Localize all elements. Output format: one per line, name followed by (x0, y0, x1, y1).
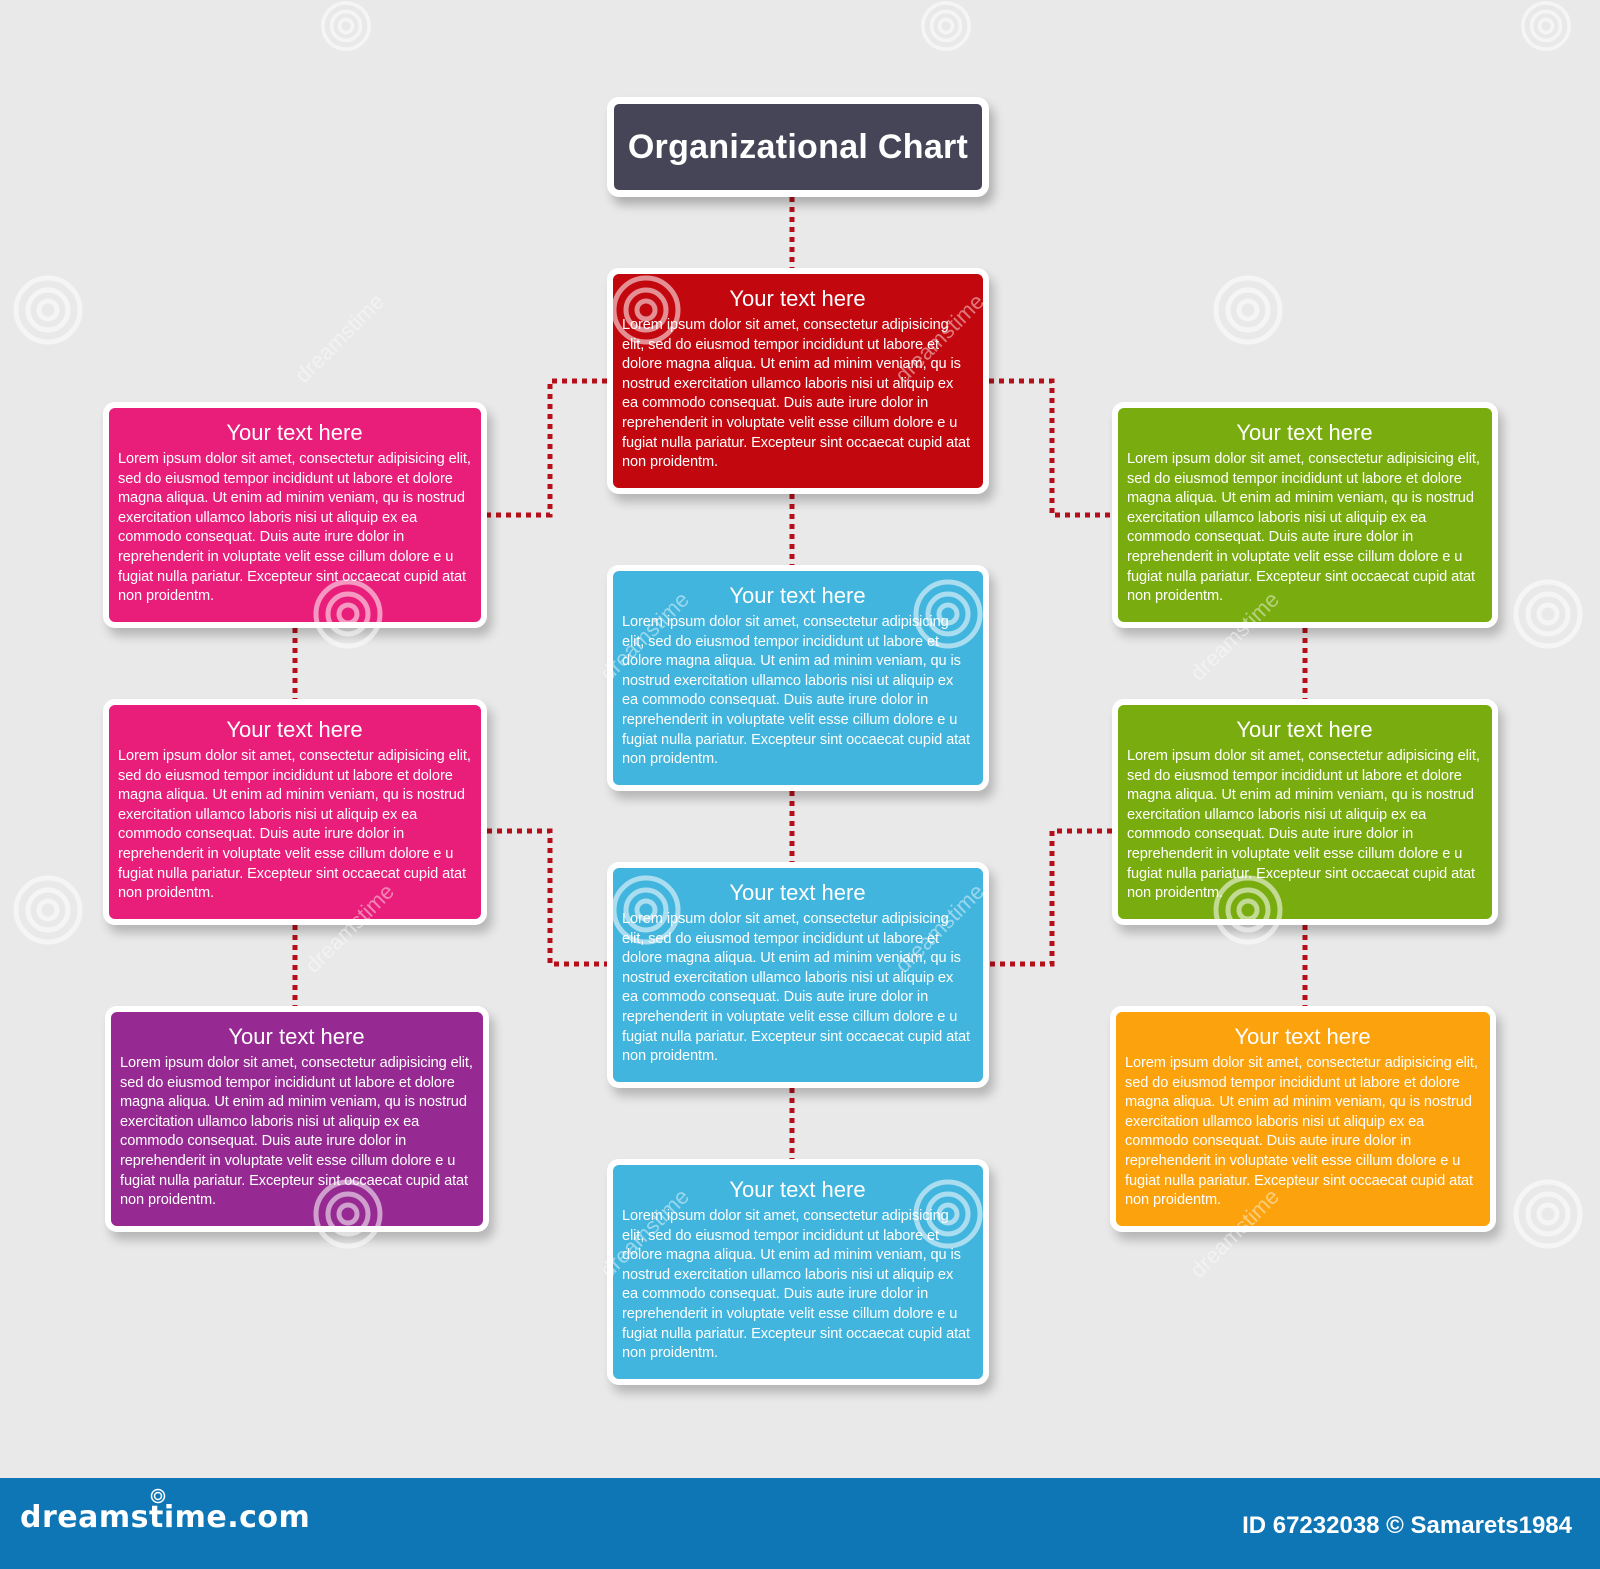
footer-credit: ID 67232038 © Samarets1984 (1242, 1512, 1572, 1539)
node-text: Lorem ipsum dolor sit amet, consectetur … (622, 317, 971, 471)
watermark-spiral-icon (913, 1179, 983, 1249)
watermark-spiral-icon (13, 875, 83, 945)
node-title: Your text here (226, 717, 363, 742)
footer-bar: dreamstime.com ID 67232038 © Samarets198… (0, 1478, 1600, 1569)
logo-spiral-icon (150, 1488, 166, 1504)
watermark-spiral-icon (321, 1, 371, 51)
node-text: Lorem ipsum dolor sit amet, consectetur … (622, 1208, 971, 1362)
watermark-spiral-icon (913, 579, 983, 649)
node-text: Lorem ipsum dolor sit amet, consectetur … (118, 451, 471, 605)
node-text: Lorem ipsum dolor sit amet, consectetur … (1127, 451, 1480, 605)
node-center-1: Your text here Lorem ipsum dolor sit ame… (607, 565, 989, 791)
watermark-spiral-icon (13, 275, 83, 345)
node-center-3: Your text here Lorem ipsum dolor sit ame… (607, 1159, 989, 1385)
node-left-2: Your text here Lorem ipsum dolor sit ame… (103, 699, 487, 925)
watermark-spiral-icon (1213, 275, 1283, 345)
watermark-spiral-icon (611, 275, 681, 345)
node-title: Your text here (1236, 420, 1373, 445)
watermark-spiral-icon (313, 579, 383, 649)
connector-left-2-center-2 (487, 828, 607, 967)
node-text: Lorem ipsum dolor sit amet, consectetur … (622, 614, 971, 768)
node-title: Your text here (729, 1177, 866, 1202)
footer-logo[interactable]: dreamstime.com (20, 1500, 311, 1535)
org-chart-diagram: Organizational Chart Your text here Lore… (13, 1, 1583, 1385)
node-top: Your text here Lorem ipsum dolor sit ame… (607, 268, 989, 494)
node-title: Your text here (729, 583, 866, 608)
node-text: Lorem ipsum dolor sit amet, consectetur … (118, 748, 471, 902)
connector-right-2-center-2 (989, 828, 1112, 967)
watermark-spiral-icon (1521, 1, 1571, 51)
connector-layer (292, 197, 1308, 1159)
node-text: Lorem ipsum dolor sit amet, consectetur … (622, 911, 971, 1065)
node-center-2: Your text here Lorem ipsum dolor sit ame… (607, 862, 989, 1088)
node-text: Lorem ipsum dolor sit amet, consectetur … (1125, 1055, 1478, 1209)
watermark-spiral-icon (1213, 875, 1283, 945)
node-right-2: Your text here Lorem ipsum dolor sit ame… (1112, 699, 1498, 925)
node-left-3: Your text here Lorem ipsum dolor sit ame… (105, 1006, 489, 1232)
connector-top-left-1 (487, 378, 607, 518)
chart-title: Organizational Chart (627, 127, 969, 166)
node-left-1: Your text here Lorem ipsum dolor sit ame… (103, 402, 487, 628)
node-title: Your text here (226, 420, 363, 445)
node-right-1: Your text here Lorem ipsum dolor sit ame… (1112, 402, 1498, 628)
node-title: Your text here (1236, 717, 1373, 742)
node-title: Your text here (228, 1024, 365, 1049)
chart-title-box: Organizational Chart (607, 97, 989, 197)
watermark-spiral-icon (611, 875, 681, 945)
watermark-spiral-icon (921, 1, 971, 51)
node-right-3: Your text here Lorem ipsum dolor sit ame… (1110, 1006, 1496, 1232)
watermark-spiral-icon (1513, 1179, 1583, 1249)
node-text: Lorem ipsum dolor sit amet, consectetur … (1127, 748, 1480, 902)
node-title: Your text here (729, 286, 866, 311)
node-title: Your text here (729, 880, 866, 905)
watermark-spiral-icon (1513, 579, 1583, 649)
node-text: Lorem ipsum dolor sit amet, consectetur … (120, 1055, 473, 1209)
node-title: Your text here (1234, 1024, 1371, 1049)
connector-top-right-1 (989, 378, 1112, 518)
watermark-spiral-icon (313, 1179, 383, 1249)
